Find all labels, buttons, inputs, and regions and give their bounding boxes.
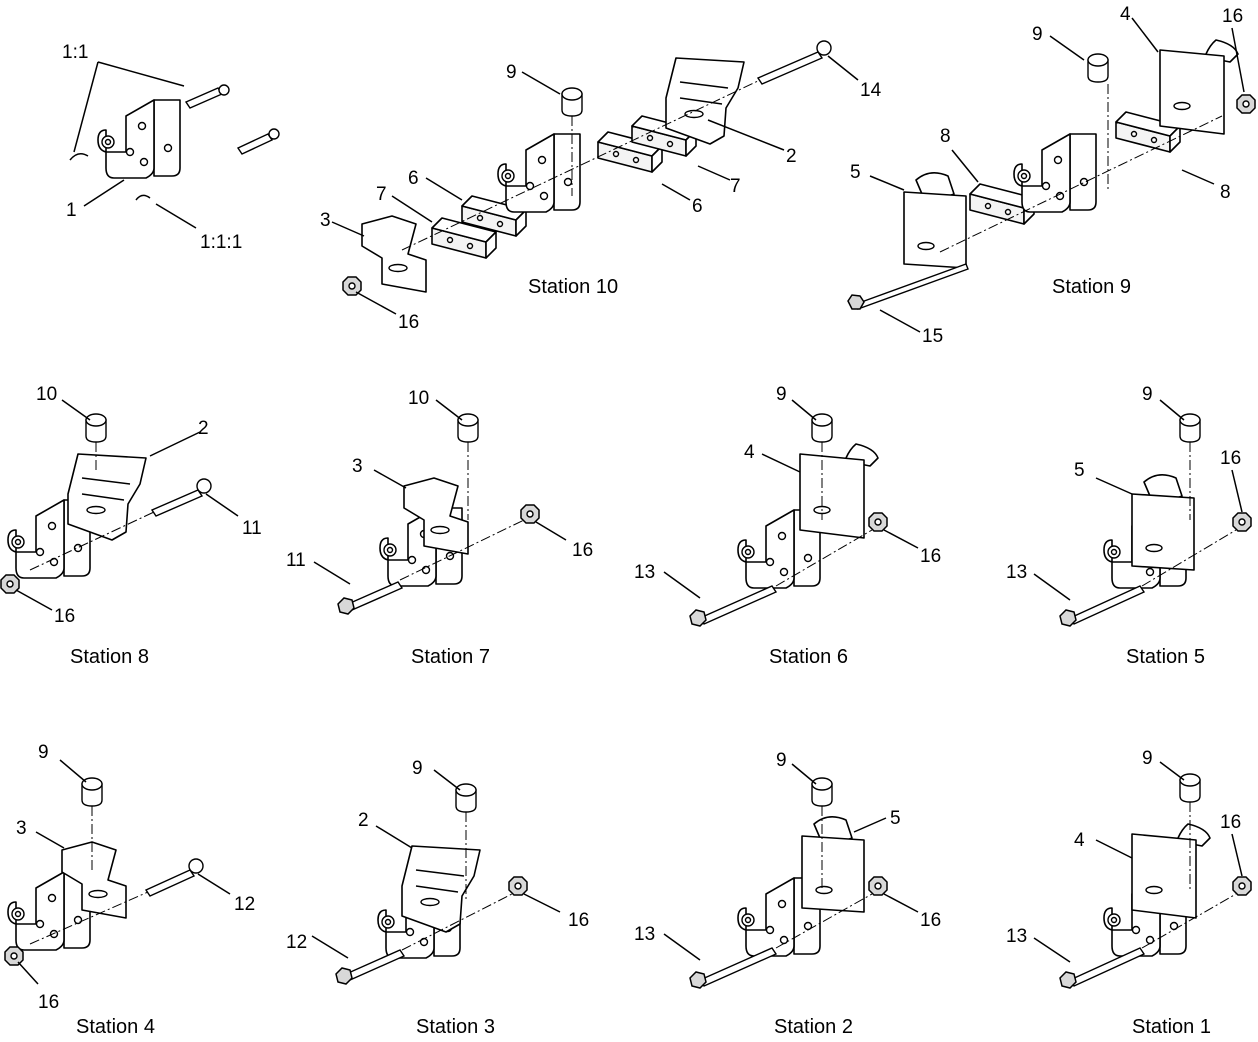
- station-7-callout-10: 10: [408, 388, 429, 409]
- station-3-callout-16: 16: [568, 910, 589, 931]
- hair-clip-bottom: [135, 194, 151, 201]
- station-4: 9 3 12 16 Station 4: [4, 742, 255, 1038]
- station-10-callout-7b: 7: [376, 184, 387, 205]
- station-1-callout-16: 16: [1220, 812, 1241, 833]
- station-10-callout-7a: 7: [730, 176, 741, 197]
- station-7-callout-11: 11: [286, 550, 306, 571]
- station-2-caption: Station 2: [774, 1016, 853, 1038]
- clevis-pin-right: [236, 128, 280, 155]
- station-9-callout-15: 15: [922, 326, 943, 347]
- station-9-callout-8b: 8: [1220, 182, 1231, 203]
- station-7: 10 3 16 11 Station 7: [286, 388, 593, 668]
- station-5-callout-9: 9: [1142, 384, 1153, 405]
- station-3-callout-9: 9: [412, 758, 423, 779]
- station-10-callout-9: 9: [506, 62, 517, 83]
- station-5-caption: Station 5: [1126, 646, 1205, 668]
- station-10-callout-6a: 6: [692, 196, 703, 217]
- station-1-callout-13: 13: [1006, 926, 1027, 947]
- station-4-callout-12: 12: [234, 894, 255, 915]
- station-6-callout-16: 16: [920, 546, 941, 567]
- clevis-pin-upper: [184, 84, 230, 109]
- station-2: 9 5 16 13 Station 2: [634, 750, 941, 1038]
- clevis-bracket: [97, 99, 181, 179]
- station-9-callout-9: 9: [1032, 24, 1043, 45]
- station-8: 10 2 11 16 Station 8: [0, 384, 262, 668]
- station-6-callout-4: 4: [744, 442, 755, 463]
- station-8-callout-2: 2: [198, 418, 209, 439]
- station-9-callout-5: 5: [850, 162, 861, 183]
- station-10: 9 14 2 7 6 6 7 3 16 Station 10: [320, 40, 882, 333]
- station-10-callout-2: 2: [786, 146, 797, 167]
- station-6-callout-9: 9: [776, 384, 787, 405]
- station-8-caption: Station 8: [70, 646, 149, 668]
- station-2-callout-13: 13: [634, 924, 655, 945]
- station-4-callout-16: 16: [38, 992, 59, 1013]
- station-9-callout-8a: 8: [940, 126, 951, 147]
- station-10-callout-16: 16: [398, 312, 419, 333]
- station-3-callout-2: 2: [358, 810, 369, 831]
- station-5-callout-5: 5: [1074, 460, 1085, 481]
- station-5-callout-13: 13: [1006, 562, 1027, 583]
- station-3-callout-12: 12: [286, 932, 307, 953]
- station-1-caption: Station 1: [1132, 1016, 1211, 1038]
- station-4-callout-3: 3: [16, 818, 27, 839]
- station-10-callout-3: 3: [320, 210, 331, 231]
- station-8-callout-16: 16: [54, 606, 75, 627]
- detail-label-1-1: 1:1: [62, 42, 88, 63]
- station-2-callout-9: 9: [776, 750, 787, 771]
- station-7-callout-16: 16: [572, 540, 593, 561]
- station-9-caption: Station 9: [1052, 276, 1131, 298]
- detail-label-1: 1: [66, 200, 77, 221]
- station-8-callout-11: 11: [242, 518, 262, 539]
- station-4-caption: Station 4: [76, 1016, 155, 1038]
- station-6: 9 4 16 13 Station 6: [634, 384, 941, 668]
- station-2-callout-16: 16: [920, 910, 941, 931]
- station-1: 9 16 4 13 Station 1: [1006, 748, 1252, 1038]
- station-7-callout-3: 3: [352, 456, 363, 477]
- station-3: 9 2 16 12 Station 3: [286, 758, 589, 1038]
- station-5-callout-16: 16: [1220, 448, 1241, 469]
- station-2-callout-5: 5: [890, 808, 901, 829]
- station-7-caption: Station 7: [411, 646, 490, 668]
- station-10-callout-14: 14: [860, 80, 882, 101]
- detail-label-1-1-1: 1:1:1: [200, 232, 242, 253]
- station-9-callout-4: 4: [1120, 4, 1131, 25]
- station-9-callout-16: 16: [1222, 6, 1243, 27]
- hair-clip-left: [69, 153, 89, 161]
- station-6-caption: Station 6: [769, 646, 848, 668]
- detail-assembly: 1:1 1 1:1:1: [62, 42, 280, 253]
- station-6-callout-13: 13: [634, 562, 655, 583]
- station-4-callout-9: 9: [38, 742, 49, 763]
- station-10-callout-6b: 6: [408, 168, 419, 189]
- station-5: 9 16 5 13 Station 5: [1006, 384, 1252, 668]
- station-1-callout-4: 4: [1074, 830, 1085, 851]
- station-1-callout-9: 9: [1142, 748, 1153, 769]
- station-10-caption: Station 10: [528, 276, 618, 298]
- station-3-caption: Station 3: [416, 1016, 495, 1038]
- station-9: 9 4 16 8 5 8 15 Station 9: [847, 4, 1256, 347]
- station-8-callout-10: 10: [36, 384, 57, 405]
